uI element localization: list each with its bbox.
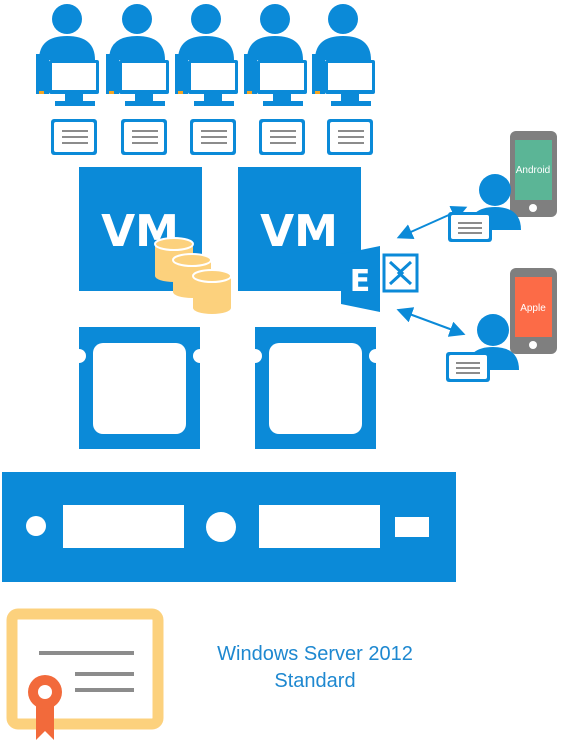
- workstation-user-icon: [244, 4, 307, 155]
- mobile-user-icon: [446, 314, 519, 382]
- apple-phone-icon: Apple: [510, 268, 557, 354]
- license-edition-name: Windows Server 2012: [217, 643, 413, 665]
- workstation-user-icon: [36, 4, 99, 155]
- container-shell-icon: [248, 327, 383, 449]
- workstation-user-icon: [312, 4, 375, 155]
- phone-os-label: Android: [516, 165, 550, 176]
- exchange-logo-icon: E: [341, 246, 419, 312]
- container-shell-icon: [72, 327, 207, 449]
- license-caption: Windows Server 2012 Standard: [190, 641, 440, 695]
- phone-os-label: Apple: [520, 303, 546, 314]
- vm-box: VM: [238, 167, 361, 291]
- vm-box: VM: [79, 167, 202, 291]
- database-icon: [154, 237, 232, 315]
- license-edition-tier: Standard: [274, 670, 356, 692]
- license-certificate-icon: [6, 608, 164, 740]
- workstation-user-icon: [106, 4, 169, 155]
- server-chassis-icon: [2, 472, 456, 582]
- sync-arrow: [396, 307, 466, 337]
- android-phone-icon: Android: [510, 131, 557, 217]
- exchange-letter: E: [350, 264, 371, 299]
- vm-label: VM: [260, 206, 338, 257]
- workstation-user-icon: [175, 4, 238, 155]
